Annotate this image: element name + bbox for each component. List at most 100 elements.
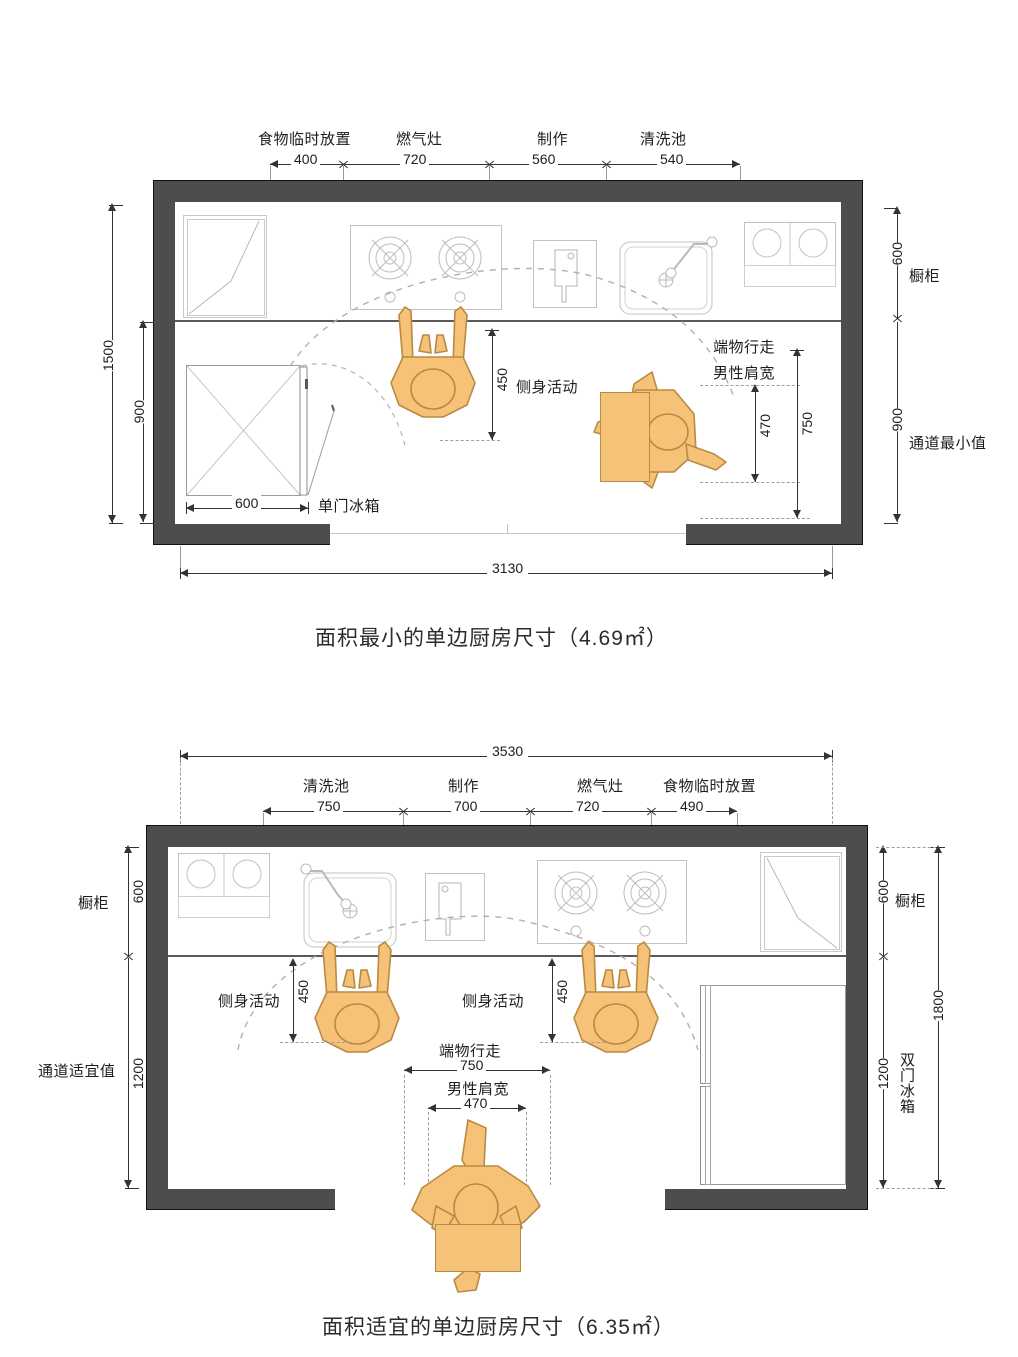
- left-dim-arrow-d-900: [139, 514, 147, 522]
- side-activity-arrow-d-2a: [289, 1034, 297, 1042]
- zone-ext-2-3: [651, 813, 652, 825]
- gas-stove-icon: [350, 225, 502, 310]
- zone-dim-arrow-right-1: [732, 160, 740, 168]
- right-dim-label-600-1: 橱柜: [909, 268, 941, 285]
- stove-1: [350, 225, 502, 315]
- zone-label-2-0: 清洗池: [303, 778, 350, 795]
- left-arrow-u-600-2: [124, 845, 132, 853]
- shoulder-arrow-r-2: [518, 1104, 526, 1112]
- counter-edge-1: [175, 320, 841, 322]
- fridge-dim-arrow-l-1: [186, 504, 194, 512]
- right-endbar-900-1: [884, 523, 898, 524]
- right-dim-label-1200-2: 双门冰箱: [898, 1052, 915, 1114]
- fridge-dim-endbar-1: [186, 502, 187, 514]
- double-door-fridge-icon: [700, 985, 846, 1185]
- shoulder-arrow-d-1: [751, 474, 759, 482]
- side-activity-arrow-u-1: [488, 328, 496, 336]
- caption-1: 面积最小的单边厨房尺寸（4.69㎡）: [315, 627, 668, 650]
- side-activity-label-2b: 侧身活动: [462, 993, 525, 1010]
- carry-guide-r-2: [550, 1075, 551, 1185]
- right-dim-label-600-2: 橱柜: [895, 893, 927, 910]
- fridge-dim-endbar-1b: [308, 502, 309, 514]
- total-dim-value-2: 3530: [487, 743, 529, 759]
- person-figure-icon: [573, 941, 659, 1053]
- left-dim-label-600-2: 橱柜: [78, 895, 110, 912]
- total-arrow-r-1: [824, 569, 832, 577]
- left-dim-line-600-2: [128, 847, 129, 957]
- carry-dim-line-1: [797, 350, 798, 518]
- person-figure-carrying-icon: [411, 1119, 541, 1293]
- sink-2: [298, 855, 408, 956]
- zone-value-1-2: 560: [529, 151, 559, 167]
- sink-icon: [300, 863, 397, 948]
- left-arrow-d-1200-2: [124, 1180, 132, 1188]
- counter-prep-2: [760, 852, 842, 952]
- zone-ext-2-2: [530, 813, 531, 825]
- shoulder-dim-line-1: [755, 386, 756, 482]
- side-activity-dim-line-2a: [293, 960, 294, 1042]
- total-ext-r-2: [832, 758, 833, 824]
- counter-icon: [187, 219, 265, 316]
- zone-value-2-1: 700: [451, 798, 481, 814]
- left-dim-arrow-d-1500: [108, 515, 116, 523]
- right-dash-top-1800-2: [876, 847, 936, 848]
- fridge-double-2: [700, 985, 846, 1190]
- stove-2: [537, 860, 687, 949]
- fridge-label-1: 单门冰箱: [318, 498, 381, 515]
- person-at-stove-2: [566, 940, 666, 1065]
- carry-endbar-1: [790, 350, 804, 351]
- shoulder-dash-bot-1: [700, 482, 800, 483]
- person-carrying-2: [410, 1118, 544, 1293]
- total-ext-l-2: [180, 758, 181, 824]
- zone-label-1-1: 燃气灶: [396, 131, 443, 148]
- side-activity-arrow-u-2a: [289, 958, 297, 966]
- left-dim-value-600-2: 600: [130, 880, 146, 904]
- side-activity-dim-line-1: [492, 330, 493, 440]
- side-activity-dash-2a: [280, 1042, 350, 1043]
- zone-value-2-2: 720: [573, 798, 603, 814]
- person-at-stove-1: [383, 305, 483, 430]
- zone-dim-arrow-left-1: [270, 160, 278, 168]
- doorway-sill-1: [330, 533, 686, 534]
- total-arrow-l-1: [180, 569, 188, 577]
- shoulder-label-1: 男性肩宽: [713, 365, 776, 382]
- side-activity-value-2a: 450: [295, 980, 311, 1004]
- total-ext-r-1: [832, 546, 833, 568]
- side-activity-label-1: 侧身活动: [516, 379, 579, 396]
- zone-arrow-l-2: [263, 807, 271, 815]
- carry-label-1: 端物行走: [713, 339, 776, 356]
- carry-guide-l-2: [404, 1075, 405, 1185]
- side-activity-dash-2b: [540, 1042, 610, 1043]
- zone-label-2-2: 燃气灶: [577, 778, 624, 795]
- zone-arrow-r-2: [729, 807, 737, 815]
- zone-label-2-3: 食物临时放置: [663, 778, 757, 795]
- side-activity-dim-line-2b: [552, 960, 553, 1042]
- shoulder-guide-l-2: [428, 1112, 429, 1187]
- caption-2: 面积适宜的单边厨房尺寸（6.35㎡）: [322, 1316, 675, 1339]
- carry-dash-bot-1: [700, 518, 810, 519]
- zone-dim-line-2: [263, 811, 737, 812]
- room-doorway-1: [330, 524, 686, 545]
- right-dim-value-1800-2: 1800: [930, 990, 946, 1022]
- cutting-board-2: [425, 873, 485, 946]
- total-arrow-l-2: [180, 752, 188, 760]
- left-dim-line-1200-2: [128, 958, 129, 1188]
- carry-value-2: 750: [457, 1057, 487, 1073]
- left-dim-label-1200-2: 通道适宜值: [38, 1063, 116, 1080]
- right-arrow-d-1800-2: [934, 1180, 942, 1188]
- right-dim-label-900-1: 通道最小值: [909, 435, 987, 452]
- burner-plates-1: [744, 222, 836, 293]
- right-arrow-d-1200-2: [879, 1180, 887, 1188]
- side-activity-endbar-1: [485, 330, 499, 331]
- zone-ext-1-1: [343, 166, 344, 180]
- total-endbar-l-1: [180, 567, 181, 579]
- zone-label-1-2: 制作: [537, 131, 569, 148]
- diagram-1: 食物临时放置 燃气灶 制作 清洗池 400 720 560 540: [0, 0, 1018, 660]
- person-at-sink-2: [307, 940, 407, 1065]
- left-endbar-bot-1500: [109, 523, 123, 524]
- zone-ext-1-3: [606, 166, 607, 180]
- fridge-dim-value-1: 600: [232, 495, 262, 511]
- side-activity-arrow-u-2b: [548, 958, 556, 966]
- zone-ext-1-2: [489, 166, 490, 180]
